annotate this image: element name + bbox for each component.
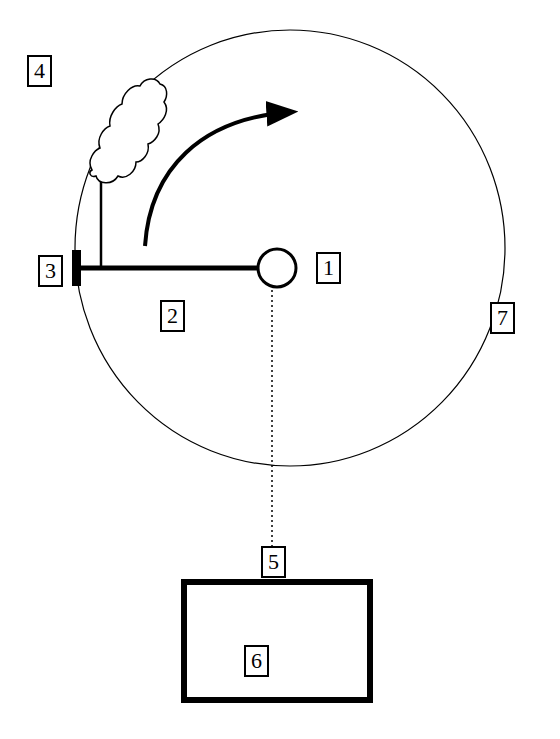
callout-number: 4	[27, 55, 52, 87]
base-rectangle	[184, 582, 370, 700]
blob-mass	[90, 79, 167, 183]
callout-number: 5	[261, 546, 286, 578]
outer-circle	[75, 30, 505, 466]
callout-number: 2	[160, 300, 185, 332]
callout-number: 1	[316, 252, 341, 284]
hub-circle	[258, 249, 296, 287]
callout-number: 6	[244, 645, 269, 677]
rotation-arrow	[145, 112, 292, 246]
callout-number: 3	[38, 255, 63, 287]
dotted-line	[271, 290, 273, 580]
blob-stem	[100, 178, 103, 268]
callout-number: 7	[490, 302, 515, 334]
end-block	[72, 250, 81, 286]
arm-bar	[78, 266, 258, 271]
